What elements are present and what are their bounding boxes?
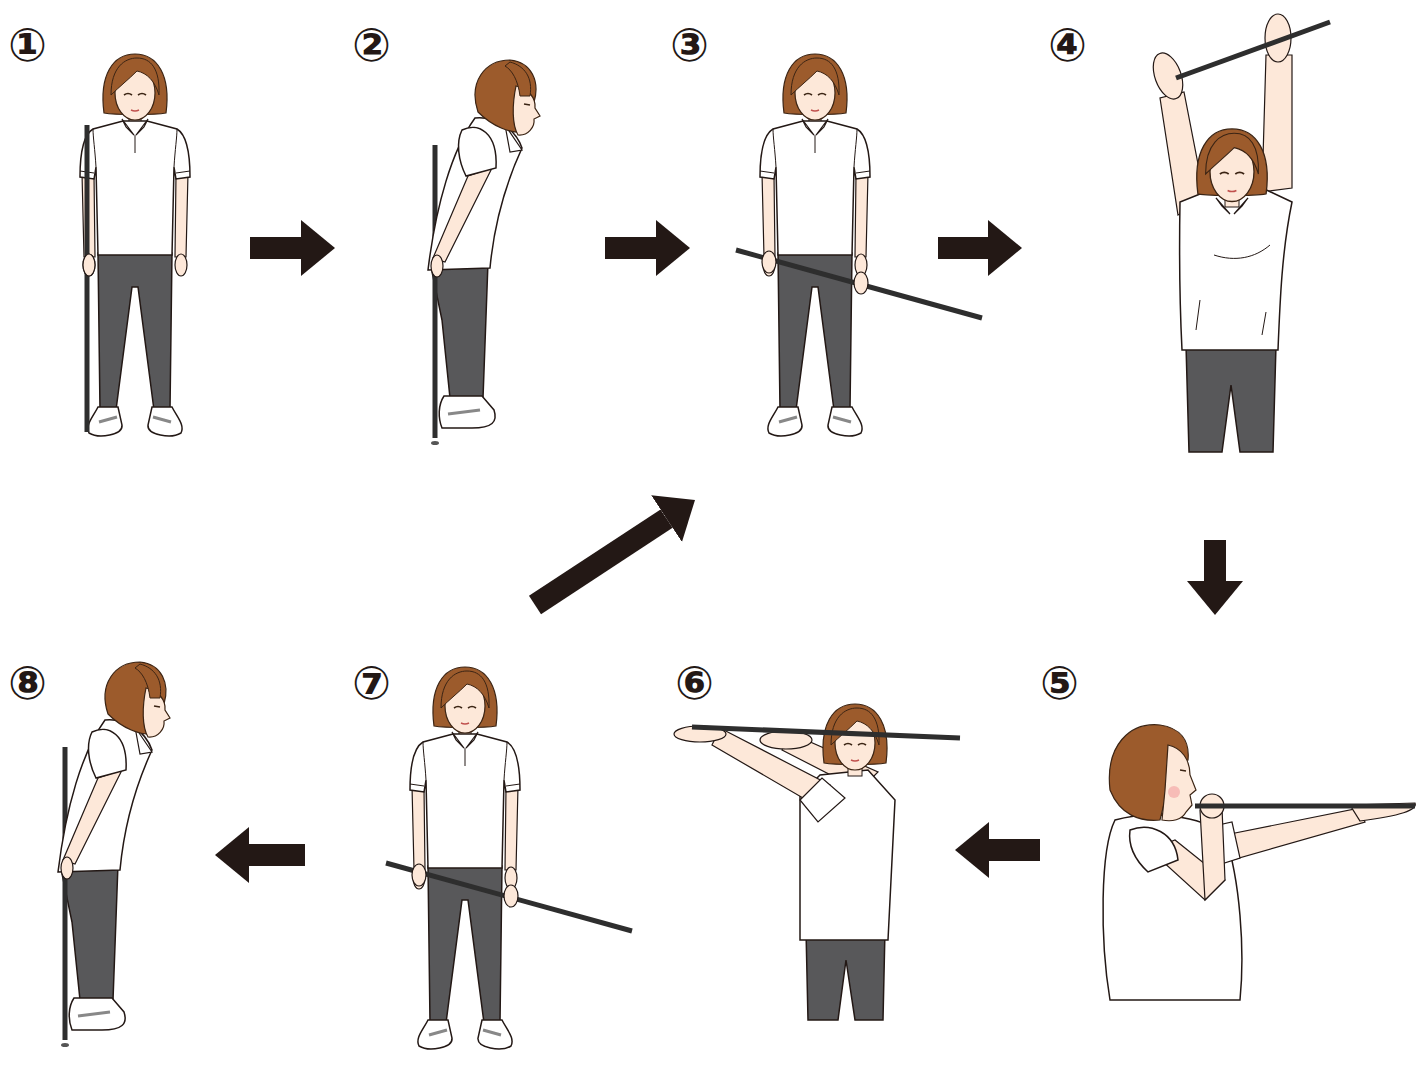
step-panel: ⑥ <box>665 645 955 1025</box>
flow-arrow <box>250 237 301 259</box>
pants <box>1186 345 1276 452</box>
figure <box>428 60 540 445</box>
stick <box>1195 804 1415 809</box>
flow-arrow <box>1204 540 1226 581</box>
step-panel: ⑦ <box>305 605 640 1066</box>
step-panel: ① <box>0 10 250 450</box>
step-number: ⑥ <box>675 660 714 706</box>
flow-arrow <box>938 237 988 259</box>
step-number: ② <box>352 22 391 68</box>
hand <box>83 254 95 276</box>
shirt-lines <box>1196 245 1270 335</box>
figure <box>386 667 632 1049</box>
step-number: ⑦ <box>352 660 391 706</box>
stick <box>692 727 960 738</box>
step-number: ⑤ <box>1040 660 1079 706</box>
pants <box>806 930 885 1020</box>
step-panel: ② <box>335 10 605 450</box>
sleeve <box>800 778 845 822</box>
figure <box>80 54 190 436</box>
blush <box>1168 786 1180 798</box>
sleeve <box>1130 827 1178 872</box>
arm <box>1200 808 1225 900</box>
step-number: ⑧ <box>8 660 47 706</box>
step-panel: ⑤ <box>1040 615 1420 1015</box>
figure <box>58 662 170 1047</box>
face <box>1162 745 1196 821</box>
step-panel: ③ <box>690 10 938 500</box>
flow-arrow <box>605 237 656 259</box>
flow-arrow <box>535 519 667 605</box>
head <box>1197 129 1267 202</box>
flow-arrow <box>249 844 305 866</box>
arm <box>1225 808 1365 860</box>
step-number: ① <box>8 22 47 68</box>
stick <box>85 125 90 432</box>
eye <box>1180 770 1186 771</box>
shirt <box>1180 186 1292 350</box>
step-number: ③ <box>670 22 709 68</box>
shirt <box>800 770 895 940</box>
flow-arrow <box>989 839 1040 861</box>
step-panel: ④ <box>1022 0 1422 540</box>
figure <box>736 54 982 436</box>
step-panel: ⑧ <box>0 645 215 1066</box>
stick <box>1176 22 1330 78</box>
step-number: ④ <box>1048 22 1087 68</box>
